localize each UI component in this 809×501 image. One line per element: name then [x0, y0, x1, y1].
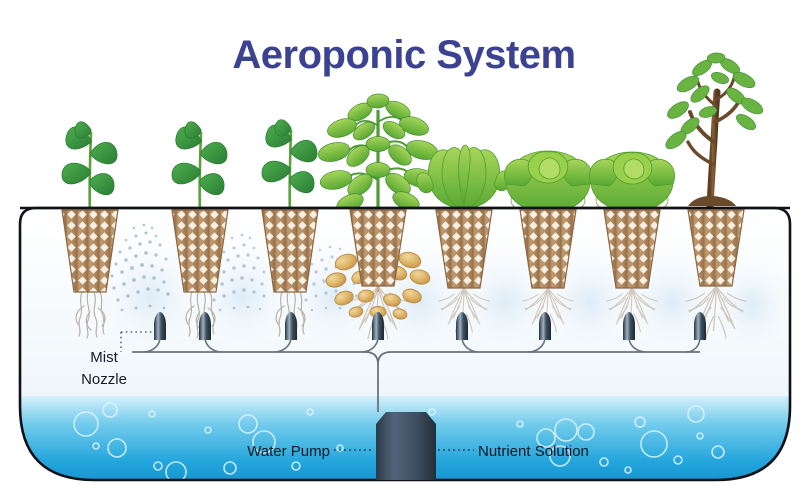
mist-nozzle-7 [623, 312, 635, 340]
mist-nozzle-3 [285, 312, 297, 340]
leader-lines [120, 331, 474, 451]
mist-nozzle-5 [456, 312, 468, 340]
mist-nozzle-2 [199, 312, 211, 340]
net-pots [61, 209, 745, 293]
nutrient-solution-label: Nutrient Solution [478, 443, 589, 460]
plant-seedling-3 [261, 119, 318, 213]
water-pump-label: Water Pump [247, 443, 330, 460]
plant-lettuce-2 [504, 150, 592, 214]
mist-nozzle-1 [154, 312, 166, 340]
plant-tree-sapling [665, 52, 764, 216]
net-pot-5 [435, 209, 493, 289]
water-pump [376, 412, 436, 480]
plant-lettuce-1 [416, 144, 512, 210]
mist-nozzles [154, 312, 706, 340]
mist-nozzle-label-line2: Nozzle [81, 371, 127, 388]
mist-nozzle-6 [539, 312, 551, 340]
net-pot-1 [61, 209, 119, 293]
net-pot-6 [519, 209, 577, 289]
net-pot-2 [171, 209, 229, 293]
page-title: Aeroponic System [232, 33, 575, 77]
bubble-group [73, 402, 725, 480]
mist-nozzle-8 [694, 312, 706, 340]
mist-nozzle-label-line1: Mist [90, 349, 118, 366]
plant-seedling-2 [171, 121, 228, 213]
net-pot-8 [687, 209, 745, 287]
mist-nozzle-4 [372, 312, 384, 340]
water-pump-body [376, 412, 436, 480]
net-pot-7 [603, 209, 661, 289]
plant-lettuce-3 [589, 151, 675, 213]
plant-potato-top [317, 93, 439, 213]
plant-seedling-1 [61, 121, 118, 213]
net-pot-3 [261, 209, 319, 293]
net-pot-4 [349, 209, 407, 287]
